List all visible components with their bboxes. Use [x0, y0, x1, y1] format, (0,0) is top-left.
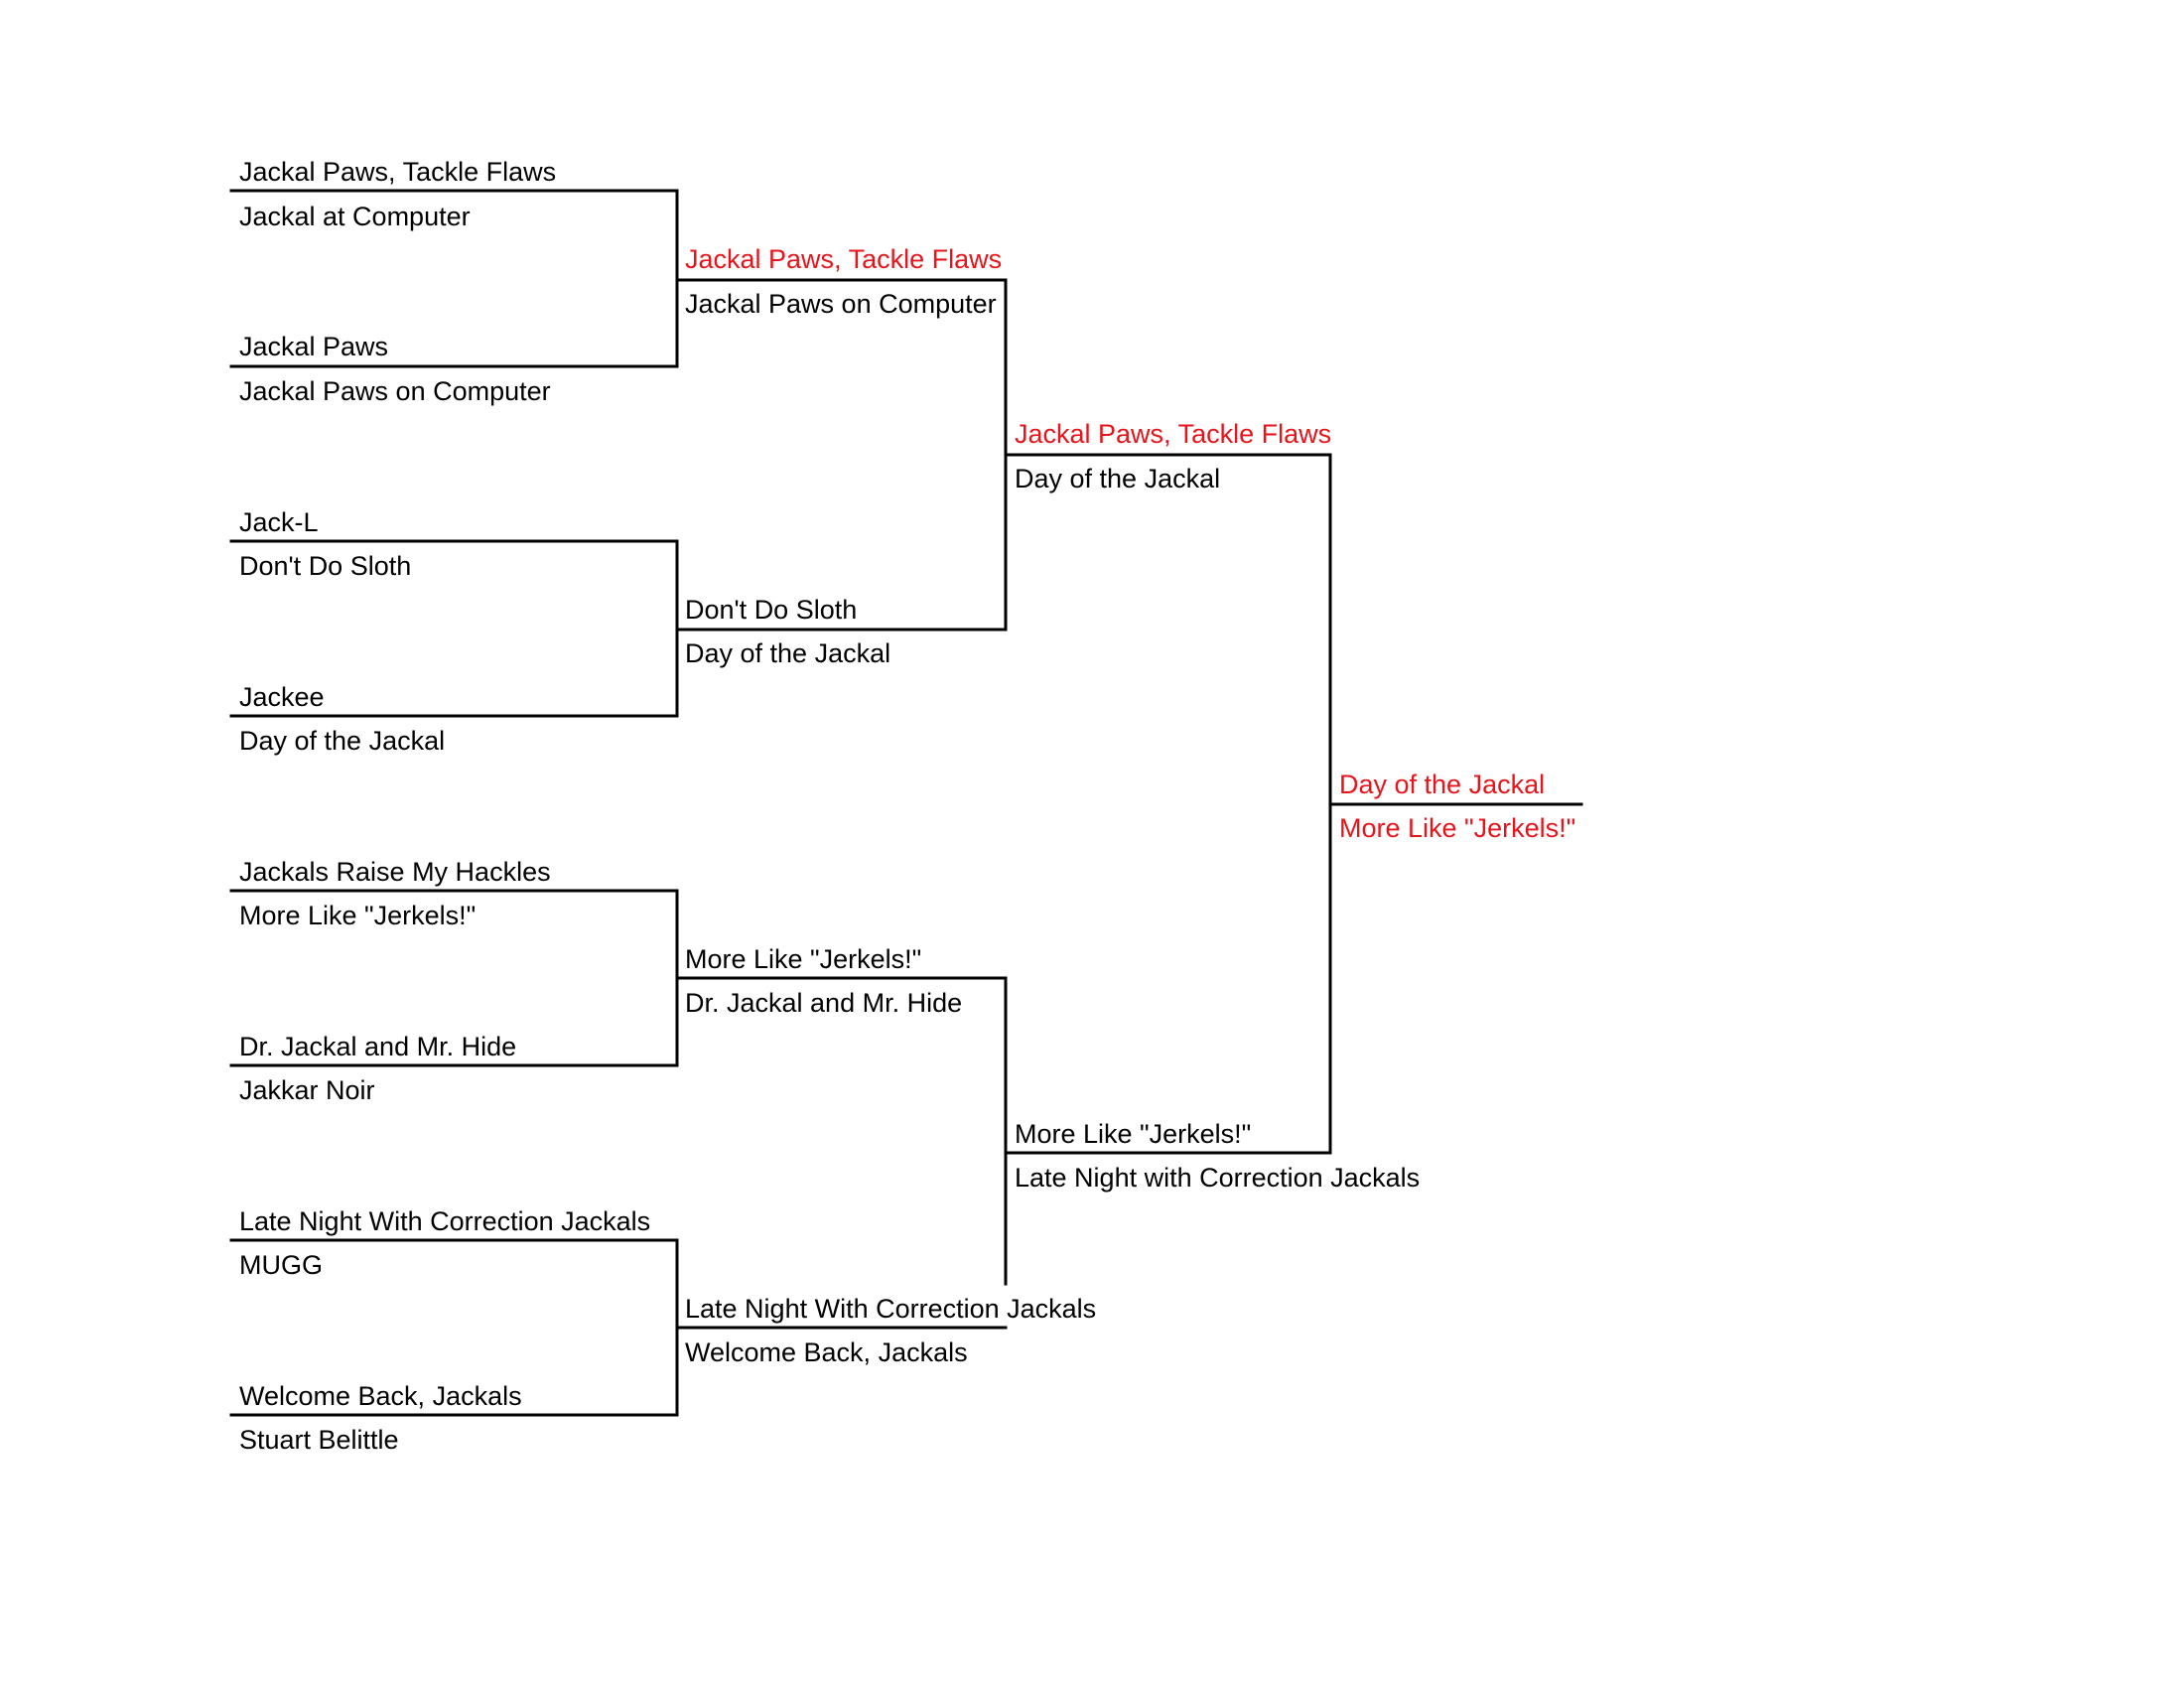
final-top: Day of the Jackal	[1339, 770, 1546, 799]
r2-m4-top: Late Night With Correction Jackals	[685, 1294, 1097, 1324]
r2-m1-bottom: Jackal Paws on Computer	[685, 289, 997, 319]
r1-m6-top: Dr. Jackal and Mr. Hide	[239, 1032, 517, 1061]
r2-m1-top: Jackal Paws, Tackle Flaws	[685, 244, 1003, 274]
r1-m5-top: Jackals Raise My Hackles	[239, 857, 551, 887]
r3-m1-bottom: Day of the Jackal	[1015, 464, 1221, 493]
r1-m4-top: Jackee	[239, 682, 325, 712]
r2-m2-bottom: Day of the Jackal	[685, 638, 891, 668]
r1-m7-top: Late Night With Correction Jackals	[239, 1206, 651, 1236]
r1-m3-bottom: Don't Do Sloth	[239, 551, 412, 581]
r2-m3-bottom: Dr. Jackal and Mr. Hide	[685, 988, 963, 1018]
r1-m5-bottom: More Like "Jerkels!"	[239, 901, 477, 930]
r1-m4-bottom: Day of the Jackal	[239, 726, 446, 756]
r1-m2-bottom: Jackal Paws on Computer	[239, 376, 551, 406]
r1-m2-top: Jackal Paws	[239, 332, 389, 361]
r2-m3-top: More Like "Jerkels!"	[685, 944, 922, 974]
r3-m2-top: More Like "Jerkels!"	[1015, 1119, 1252, 1149]
r1-m7-bottom: MUGG	[239, 1250, 323, 1280]
r2-m2-top: Don't Do Sloth	[685, 595, 858, 625]
final-bottom: More Like "Jerkels!"	[1339, 813, 1576, 843]
r1-m8-top: Welcome Back, Jackals	[239, 1381, 522, 1411]
r1-m6-bottom: Jakkar Noir	[239, 1075, 375, 1105]
r3-m2-bottom: Late Night with Correction Jackals	[1015, 1163, 1421, 1193]
r1-m8-bottom: Stuart Belittle	[239, 1425, 399, 1455]
r1-m1-top: Jackal Paws, Tackle Flaws	[239, 157, 557, 187]
r1-m1-bottom: Jackal at Computer	[239, 202, 471, 231]
r1-m3-top: Jack-L	[239, 507, 319, 537]
r2-m4-bottom: Welcome Back, Jackals	[685, 1337, 968, 1367]
r3-m1-top: Jackal Paws, Tackle Flaws	[1015, 419, 1332, 449]
